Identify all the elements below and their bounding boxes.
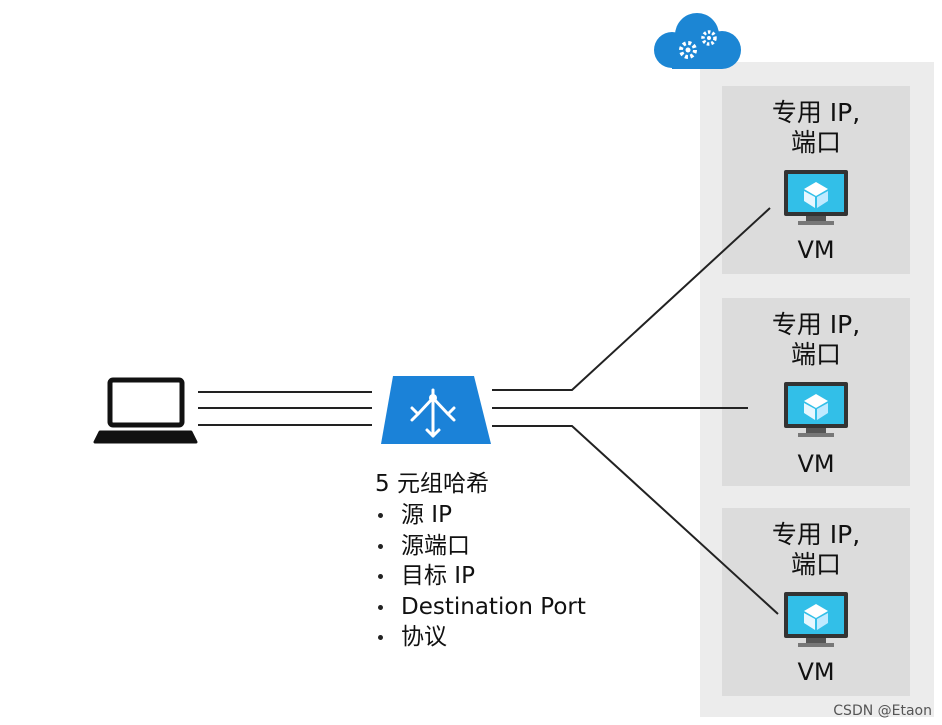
virtual-machine-icon [784,382,848,437]
virtual-machine-icon [784,170,848,225]
laptop-icon [93,377,198,444]
cloud-services-icon [654,13,741,69]
vm-label-line2: 端口 [790,550,841,579]
hash-field-item: Destination Port [375,592,586,623]
vm-label-line1: 专用 IP, [771,98,861,127]
connection-line-vm1 [492,207,771,391]
vm-label-line2: 端口 [790,128,841,157]
vm-label-line1: 专用 IP, [771,310,861,339]
client-connection-lines [198,391,372,426]
hash-title: 5 元组哈希 [375,471,489,497]
watermark: CSDN @Etaon [833,703,932,719]
hash-field-item: 协议 [375,622,586,653]
vm-label-line2: 端口 [790,340,841,369]
backend-connection-lines [492,207,779,615]
load-balancer-icon [381,376,491,444]
vm-name: VM [797,658,835,686]
hash-field-item: 源端口 [375,531,586,562]
virtual-machine-icon [784,592,848,647]
vm-ip-port-label: 专用 IP, 端口 [722,520,910,580]
vm-label-line1: 专用 IP, [771,520,861,549]
connection-line-vm3 [492,425,779,615]
vm-name: VM [797,450,835,478]
hash-field-item: 目标 IP [375,561,586,592]
hash-field-item: 源 IP [375,500,586,531]
hash-field-list: 源 IP 源端口 目标 IP Destination Port 协议 [375,500,586,653]
vm-name: VM [797,236,835,264]
vm-ip-port-label: 专用 IP, 端口 [722,98,910,158]
vm-ip-port-label: 专用 IP, 端口 [722,310,910,370]
